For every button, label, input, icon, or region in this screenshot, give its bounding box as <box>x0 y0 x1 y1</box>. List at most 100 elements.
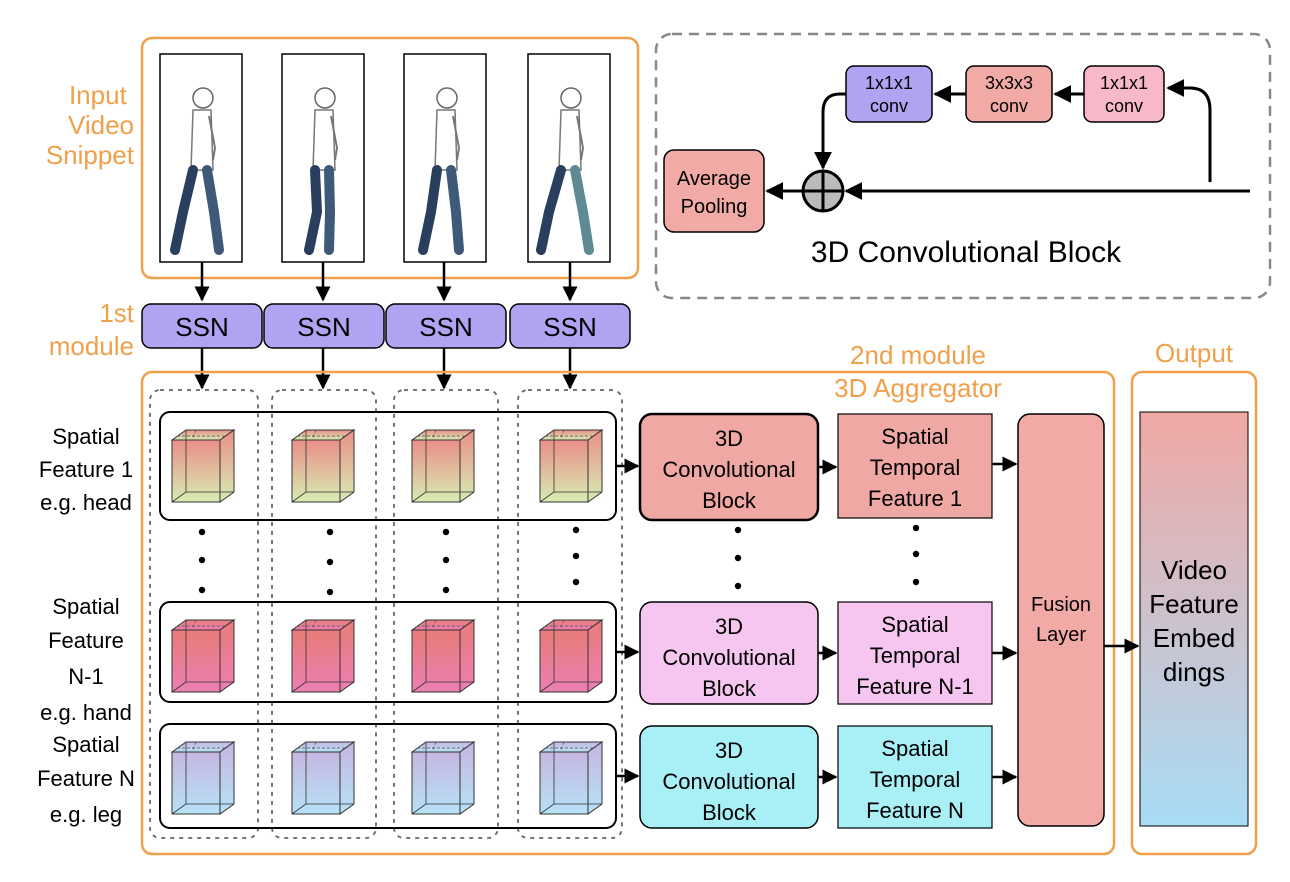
ssn-blocks: SSN SSN SSN SSN <box>141 303 631 390</box>
feature-cube-icon <box>170 619 236 693</box>
feature-cube-icon <box>290 429 356 503</box>
temporal-feature-block <box>837 413 993 519</box>
time-columns <box>149 389 623 839</box>
embed-line1: Video <box>1161 555 1227 585</box>
output-box <box>1130 370 1258 856</box>
back-leg-icon <box>304 165 323 255</box>
ssn-block-2: SSN <box>263 303 385 349</box>
ellipsis-dot <box>912 578 920 586</box>
ellipsis-dot <box>326 528 334 536</box>
video-feature-embeddings <box>1139 411 1249 827</box>
conv-block-detail-title: 3D Convolutional Block <box>811 236 1122 269</box>
ellipsis-dot <box>198 556 206 564</box>
input-label: Input Snippet <box>46 80 135 170</box>
conv-block-label: Convolutional <box>662 645 795 670</box>
ellipsis-dot <box>572 552 580 560</box>
ellipsis-dot <box>912 524 920 532</box>
ssn-block-3: SSN <box>385 303 507 349</box>
ellipsis-dot <box>326 588 334 596</box>
svg-text:conv: conv <box>1105 96 1143 116</box>
ssn-label: SSN <box>543 312 596 342</box>
feature-cube-icon <box>538 741 604 815</box>
detail-arrows <box>765 79 1250 200</box>
front-leg-icon <box>446 165 464 255</box>
ellipsis-dot <box>326 558 334 566</box>
temporal-feature-label: Temporal <box>870 767 960 792</box>
conv1: 1x1x1 conv <box>845 65 933 123</box>
svg-text:Fusion: Fusion <box>1031 594 1091 616</box>
first-module-label-line1: 1st <box>99 298 134 328</box>
temporal-feature-label: Feature N <box>866 798 964 823</box>
feature-cube-icon <box>410 619 476 693</box>
temporal-feature-label: Feature 1 <box>868 486 962 511</box>
first-module-label-line2: module <box>49 331 134 361</box>
arm-icon <box>576 115 585 161</box>
spatial-feature-label: e.g. head <box>40 490 132 515</box>
feature-cube-icon <box>170 429 236 503</box>
ellipsis-dot <box>734 582 742 590</box>
embed-line4: dings <box>1163 657 1225 687</box>
feature-cube-icon <box>290 619 356 693</box>
input-snippet-box <box>140 36 640 280</box>
second-module-title-line2: 3D Aggregator <box>834 373 1002 403</box>
svg-text:Layer: Layer <box>1036 624 1086 646</box>
video-frame-2 <box>281 53 365 263</box>
spatial-feature-label: e.g. hand <box>40 700 132 725</box>
head-icon <box>192 87 214 109</box>
input-label-line2: Video <box>68 110 134 140</box>
embed-line3: Embed <box>1153 623 1235 653</box>
embed-line2: Feature <box>1149 589 1239 619</box>
conv2: 3x3x3 conv <box>965 65 1053 123</box>
temporal-feature-label: Spatial <box>881 612 948 637</box>
ellipsis-dot <box>198 528 206 536</box>
arm-icon <box>208 115 217 161</box>
conv3: 1x1x1 conv <box>1083 65 1165 123</box>
video-frame-4 <box>527 53 611 263</box>
ellipsis-dot <box>734 554 742 562</box>
arm-icon <box>452 115 461 161</box>
second-module-title-line1: 2nd module <box>850 340 986 370</box>
front-leg-icon <box>570 165 594 255</box>
torso-icon <box>434 109 458 171</box>
fusion-layer: Fusion Layer <box>1017 413 1105 827</box>
temporal-feature-label: Spatial <box>881 424 948 449</box>
head-icon <box>560 87 582 109</box>
spatial-feature-label: Feature <box>48 628 124 653</box>
ellipsis-dot <box>572 578 580 586</box>
spatial-feature-label: e.g. leg <box>50 802 122 827</box>
front-leg-icon <box>324 165 336 255</box>
spatial-feature-label: Spatial <box>52 594 119 619</box>
feature-cube-icon <box>410 741 476 815</box>
ellipsis-dot <box>442 556 450 564</box>
time-column-1 <box>149 389 259 839</box>
sum-node-icon <box>801 169 845 213</box>
torso-icon <box>190 109 214 171</box>
svg-text:conv: conv <box>870 96 908 116</box>
ssn-label: SSN <box>175 312 228 342</box>
front-leg-icon <box>202 165 224 255</box>
spatial-feature-label: Feature N <box>37 766 135 791</box>
svg-text:1x1x1: 1x1x1 <box>1100 73 1148 93</box>
svg-text:3x3x3: 3x3x3 <box>985 73 1033 93</box>
feature-cube-icon <box>290 741 356 815</box>
ellipsis-dot <box>912 550 920 558</box>
back-leg-icon <box>170 165 198 255</box>
ellipsis-dot <box>442 528 450 536</box>
conv-block-label: 3D <box>715 426 743 451</box>
video-frames <box>159 53 611 302</box>
temporal-feature-label: Spatial <box>881 736 948 761</box>
temporal-feature-label: Temporal <box>870 455 960 480</box>
torso-icon <box>312 109 336 171</box>
ssn-label: SSN <box>419 312 472 342</box>
torso-icon <box>558 109 582 171</box>
average-pooling: Average Pooling <box>663 149 765 233</box>
feature-cube-icon <box>170 741 236 815</box>
conv-block-label: Convolutional <box>662 769 795 794</box>
feature-cube-icon <box>538 619 604 693</box>
ellipsis-dot <box>572 526 580 534</box>
back-leg-icon <box>418 165 442 255</box>
ssn-block-1: SSN <box>141 303 263 349</box>
spatial-feature-label: Feature 1 <box>39 457 133 482</box>
ellipsis-dot <box>442 586 450 594</box>
